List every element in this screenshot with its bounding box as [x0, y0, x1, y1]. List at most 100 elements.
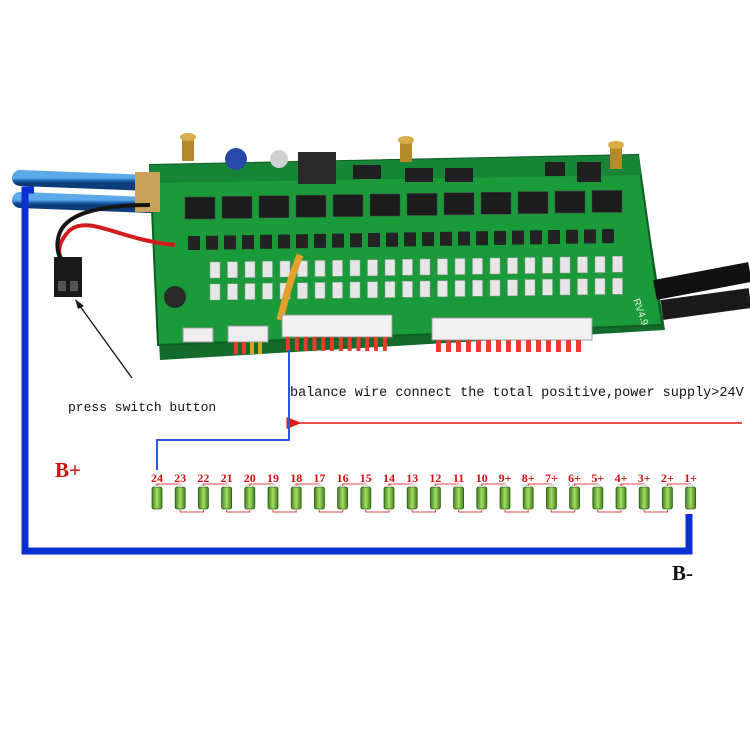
cell-body [290, 486, 302, 510]
cell-number-label: 18 [290, 471, 302, 485]
cell-body [522, 486, 534, 510]
mosfet [221, 196, 253, 219]
balance-resistor [419, 258, 431, 276]
mosfet [406, 193, 438, 216]
connector-wire [536, 340, 541, 352]
pcb-surface [148, 153, 664, 347]
battery-cell: 24 [151, 471, 181, 510]
cell-number-label: 17 [313, 471, 325, 485]
cell-body [476, 486, 488, 510]
cell-link [643, 510, 668, 513]
battery-cell: 21 [221, 471, 251, 513]
main-negative-loop [21, 186, 693, 555]
cell-terminal [363, 484, 369, 487]
balance-resistor [542, 279, 553, 296]
connector-wire [456, 340, 461, 352]
connector-wire [286, 337, 290, 351]
cell-body [337, 486, 349, 510]
ic-small [404, 232, 416, 247]
cell-number-label: 4+ [615, 471, 628, 485]
balance-resistor [332, 282, 343, 299]
cell-body [221, 486, 233, 510]
balance-resistor [419, 280, 431, 298]
balance-resistor [559, 278, 571, 296]
cell-number-label: 1+ [684, 471, 697, 485]
connector-wire [546, 340, 551, 352]
ic-small [566, 229, 578, 244]
connector-wire [506, 340, 511, 352]
ic-small [368, 233, 380, 247]
press-switch-label: press switch button [68, 400, 217, 415]
cell-number-label: 16 [337, 471, 349, 485]
cell-body [453, 486, 465, 510]
balance-resistor [244, 283, 256, 300]
battery-cell: 13 [406, 471, 436, 513]
connector-wire [382, 337, 387, 351]
mosfet [184, 196, 216, 220]
balance-resistor [594, 278, 606, 295]
cell-link [458, 510, 483, 513]
cell-number-label: 14 [383, 471, 395, 485]
cell-link [272, 510, 297, 513]
balance-resistor [384, 259, 396, 276]
ic-small [386, 232, 398, 247]
cell-body [592, 486, 604, 510]
connector-wire [446, 340, 451, 352]
cell-terminal [409, 484, 415, 487]
mosfet [554, 190, 586, 214]
connector-wire [338, 337, 343, 351]
switch-pointer-arrow [76, 301, 133, 379]
balance-resistor [559, 256, 571, 274]
ic-small [242, 235, 254, 250]
battery-cell: 1+ [684, 471, 697, 510]
connector-wire [374, 337, 378, 351]
battery-cell: 19 [267, 471, 297, 513]
cell-number-label: 9+ [499, 471, 512, 485]
battery-cell: 15 [360, 471, 390, 513]
ic-small [260, 234, 272, 249]
balance-resistor [402, 281, 413, 298]
connector-wire [566, 340, 571, 352]
cell-body [685, 486, 696, 510]
balance-resistor [577, 256, 588, 273]
connector-wire [486, 340, 491, 352]
balance-resistor [262, 261, 273, 278]
battery-cell: 6+ [568, 471, 599, 510]
connector-wire [347, 337, 352, 351]
connector-wire [234, 342, 238, 354]
balance-resistor [279, 260, 291, 278]
ic-small [224, 235, 236, 250]
balance-resistor [524, 257, 536, 274]
cell-terminal [270, 484, 276, 487]
cell-terminal [316, 484, 322, 487]
balance-resistor [349, 259, 361, 277]
cell-body [197, 486, 209, 510]
connector-wire [476, 340, 481, 352]
ic-small [314, 233, 326, 248]
connector-wire [516, 340, 521, 352]
cell-terminal [548, 484, 554, 487]
balance-resistor [472, 280, 483, 297]
balance-wire [156, 350, 290, 470]
ic-small [530, 230, 542, 245]
cell-body [429, 486, 441, 510]
battery-cell: 11 [453, 471, 483, 513]
connector-wire [294, 337, 299, 351]
mosfet-row [184, 190, 623, 250]
connector-wire [466, 340, 471, 352]
ic-small [350, 233, 362, 248]
balance-resistor [507, 279, 518, 296]
balance-resistor [472, 258, 483, 275]
balance-resistor [489, 279, 501, 297]
cell-link [179, 510, 204, 513]
cell-number-label: 19 [267, 471, 279, 485]
ic-small [422, 232, 434, 247]
connector-wire [312, 337, 317, 351]
b-minus-label: B- [672, 561, 693, 585]
inductor [164, 286, 186, 308]
mosfet [443, 192, 475, 216]
battery-cell: 3+ [638, 471, 668, 513]
cell-number-label: 20 [244, 471, 256, 485]
battery-cell: 12 [429, 471, 460, 510]
